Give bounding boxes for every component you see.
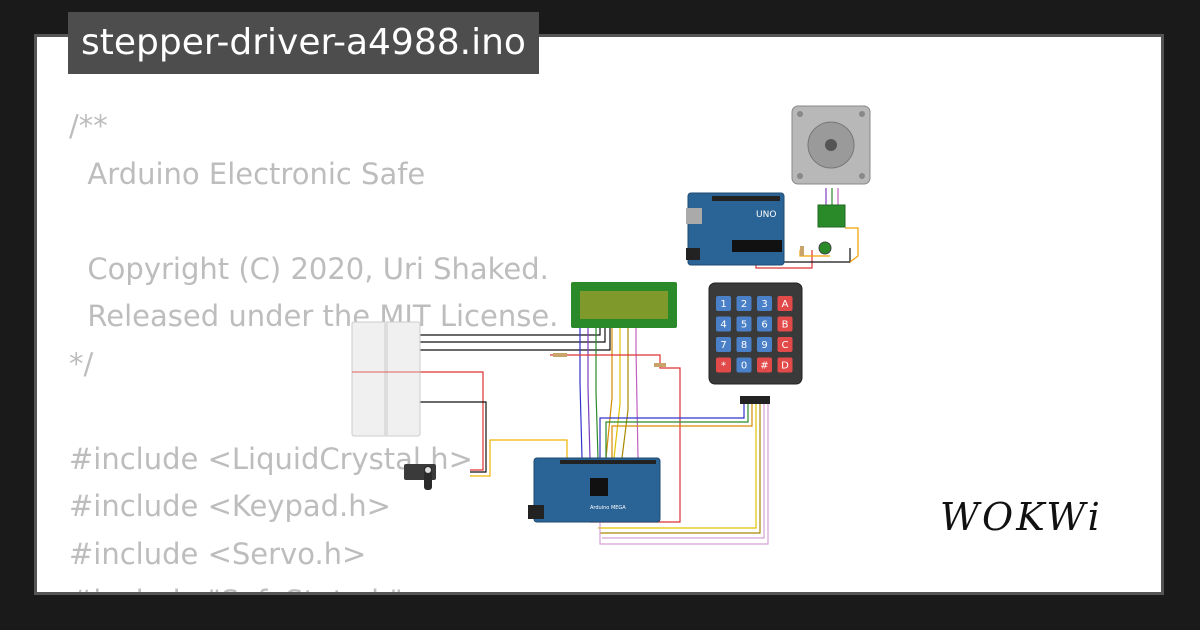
keypad-key: [716, 296, 731, 311]
mega-label: Arduino MEGA: [590, 505, 626, 511]
keypad-key-label: 7: [720, 340, 726, 351]
keypad: 1 2 3 A 4 5 6 B 7 8 9 C * 0 # D: [708, 282, 803, 404]
keypad-key-label: 6: [761, 320, 767, 331]
keypad-key: [736, 296, 752, 311]
resistor: [553, 353, 567, 357]
code-preview: /** Arduino Electronic Safe Copyright (C…: [69, 103, 559, 592]
resistor: [654, 363, 666, 367]
keypad-key-label: 3: [761, 299, 767, 310]
keypad-key: [777, 337, 793, 352]
servo-motor: [404, 464, 436, 490]
keypad-key-label: 9: [761, 340, 767, 351]
keypad-key: [777, 357, 793, 373]
uno-label: UNO: [756, 210, 776, 220]
keypad-key-label: #: [760, 361, 768, 372]
code-line: Arduino Electronic Safe: [69, 156, 426, 191]
code-line: #include <LiquidCrystal.h>: [69, 441, 473, 476]
keypad-key-label: 4: [720, 320, 726, 331]
keypad-key-label: B: [782, 320, 789, 331]
lcd-display: [571, 282, 677, 328]
stepper-motor: [791, 105, 871, 185]
keypad-key: [716, 316, 731, 332]
code-line: #include <Keypad.h>: [69, 489, 391, 523]
keypad-key: [716, 337, 731, 352]
wokwi-logo: WOKWi: [940, 495, 1103, 539]
resistor: [800, 246, 804, 256]
keypad-key: [736, 316, 752, 332]
keypad-key: [777, 316, 793, 332]
keypad-key-label: 0: [741, 361, 747, 372]
keypad-key: [777, 296, 793, 311]
keypad-key-label: A: [782, 299, 789, 310]
code-line: #include <Servo.h>: [69, 536, 367, 571]
breadboard: [351, 321, 421, 437]
arduino-mega: Arduino MEGA: [528, 457, 661, 523]
keypad-key-label: 8: [741, 340, 747, 351]
keypad-key: [736, 357, 752, 373]
keypad-key: [716, 357, 731, 373]
push-button: [818, 241, 832, 255]
keypad-key: [757, 296, 772, 311]
code-line: /**: [69, 109, 108, 143]
a4988-driver: [817, 204, 846, 228]
sketch-title: stepper-driver-a4988.ino: [68, 12, 539, 74]
keypad-key: [757, 357, 772, 373]
code-line: #include "SafeState.h": [69, 584, 403, 592]
arduino-uno: UNO: [686, 192, 785, 266]
keypad-key: [757, 316, 772, 332]
keypad-key-label: D: [781, 361, 789, 372]
keypad-key: [736, 337, 752, 352]
keypad-key-label: 5: [741, 320, 747, 331]
keypad-key-label: 1: [720, 299, 726, 310]
keypad-key-label: C: [782, 340, 789, 351]
keypad-key-label: *: [721, 361, 726, 372]
code-line: */: [69, 346, 94, 381]
keypad-key-label: 2: [741, 299, 747, 310]
code-line: Released under the MIT License.: [69, 299, 559, 333]
wires: [358, 188, 859, 545]
keypad-key: [757, 337, 772, 352]
code-line: Copyright (C) 2020, Uri Shaked.: [69, 251, 549, 286]
